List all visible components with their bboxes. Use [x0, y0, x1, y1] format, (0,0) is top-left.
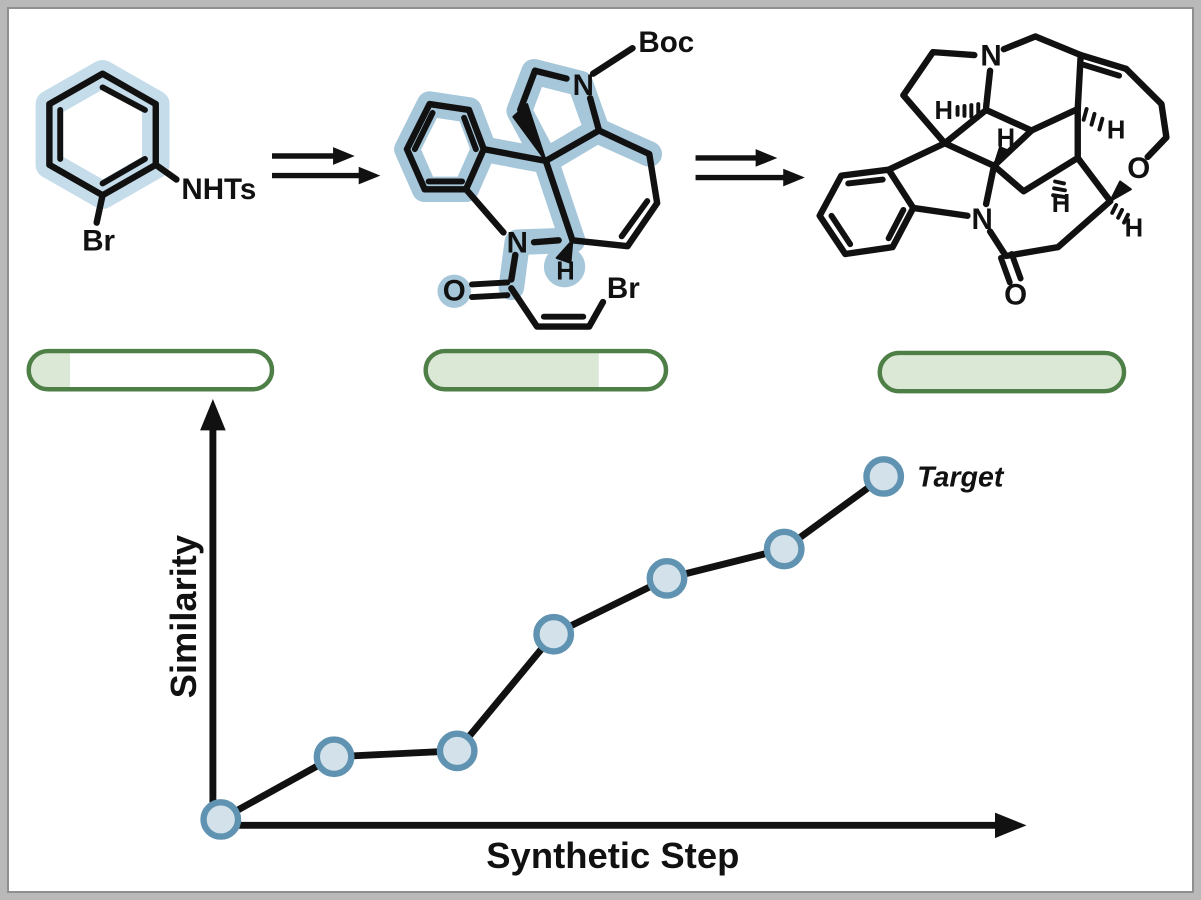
- alkene-bond: [618, 198, 651, 240]
- n-top-label: N: [573, 69, 594, 102]
- hash-bond-right: [1081, 107, 1105, 132]
- bond: [982, 67, 994, 111]
- progress-fill: [879, 352, 1125, 392]
- figure-svg: NHTs Br: [26, 26, 1170, 876]
- h-stereo-label: H: [556, 258, 575, 286]
- highlight-o-disc: [437, 274, 471, 308]
- figure-canvas: NHTs Br: [7, 7, 1194, 893]
- arrow-head: [358, 166, 381, 185]
- o-ether-label: O: [1127, 152, 1150, 185]
- hash-bond-center: [1051, 179, 1068, 200]
- bond: [910, 204, 971, 219]
- nhts-label: NHTs: [181, 173, 256, 206]
- reaction-arrow-2: [695, 149, 805, 187]
- reaction-arrow-1: [271, 147, 381, 185]
- h-right-label: H: [1107, 117, 1126, 145]
- acyl-chain: [508, 285, 607, 330]
- h-top-label: H: [997, 124, 1016, 152]
- hash-bond-bottom: [1110, 203, 1130, 225]
- bond-to-br: [93, 192, 106, 226]
- progress-outline: [26, 348, 275, 392]
- carbonyl-bond: [469, 279, 511, 288]
- progress-bars: [26, 348, 1127, 394]
- indoline-ring: [885, 140, 998, 208]
- bond: [531, 67, 570, 82]
- ether-chain: [1122, 65, 1170, 161]
- x-axis-label: Synthetic Step: [486, 835, 739, 876]
- arrow-head: [755, 149, 778, 167]
- o-carbonyl-label: O: [443, 275, 466, 308]
- alkene-bond: [1080, 61, 1123, 79]
- bridge-bond: [990, 105, 1081, 195]
- arrow-head: [333, 147, 355, 165]
- bond: [586, 94, 603, 134]
- progress-bar-1: [26, 348, 275, 392]
- lactam-ring: [986, 197, 1114, 260]
- h-bottom-label: H: [1125, 215, 1144, 243]
- bond: [517, 67, 539, 114]
- alkene-bond: [1077, 51, 1130, 72]
- aromatic-bond: [828, 212, 854, 248]
- progress-fill: [425, 351, 599, 390]
- data-point-step-0: [200, 799, 242, 840]
- data-point-step-3: [533, 613, 575, 655]
- h-left-label: H: [935, 97, 954, 125]
- bond-spiro: [480, 145, 550, 165]
- carbonyl-bond: [997, 254, 1013, 286]
- carbonyl-bond: [469, 292, 511, 301]
- y-axis-arrow: [200, 399, 226, 431]
- y-axis-label: Similarity: [163, 534, 204, 698]
- molecule-intermediate: Boc N N H O Br: [394, 26, 694, 330]
- chart-series: [200, 456, 905, 840]
- data-point-step-6: [863, 456, 905, 497]
- aromatic-bond: [885, 206, 907, 242]
- target-annotation: Target: [917, 461, 1005, 493]
- data-point-step-5: [763, 528, 805, 570]
- n-amide-label: N: [972, 203, 993, 236]
- bond-to-boc: [589, 45, 636, 77]
- bond: [542, 127, 603, 165]
- cyclohexene-ring: [542, 127, 661, 250]
- bond-to-n: [462, 186, 507, 236]
- br-label: Br: [607, 272, 640, 305]
- boc-label: Boc: [638, 26, 694, 59]
- bridge-bond: [1074, 154, 1114, 205]
- progress-outline: [877, 350, 1127, 394]
- pyrrolidine-ring: [900, 48, 978, 147]
- aromatic-bond: [845, 176, 886, 187]
- aromatic-bond: [411, 109, 436, 153]
- wedge-h-bond: [555, 239, 574, 264]
- bond-to-nhts: [152, 161, 180, 183]
- arrow-head: [783, 168, 805, 187]
- h-center-label: H: [1052, 190, 1071, 218]
- x-axis-arrow: [994, 812, 1027, 839]
- highlight-h-disc: [543, 246, 586, 288]
- progress-outline: [423, 348, 669, 392]
- data-point-step-1: [313, 736, 355, 778]
- bond: [530, 237, 562, 246]
- benzene-ring: [46, 70, 159, 199]
- bond-n-acyl: [508, 251, 519, 283]
- progress-bar-2: [423, 348, 669, 392]
- carbonyl-bond: [1008, 251, 1024, 282]
- piperidine-ring: [982, 33, 1084, 134]
- hash-bond-left: [955, 102, 981, 120]
- wedge-o-bond: [1109, 180, 1132, 203]
- n-top-label: N: [980, 40, 1001, 73]
- n-ring-label: N: [507, 227, 528, 260]
- similarity-chart: Similarity Synthetic Step Target: [163, 399, 1027, 876]
- o-carbonyl-label: O: [1004, 279, 1027, 312]
- br-label: Br: [82, 225, 115, 258]
- molecule-start: NHTs Br: [35, 59, 256, 258]
- aromatic-bond: [461, 114, 479, 153]
- progress-bar-3: [877, 350, 1127, 394]
- wedge-h-bond: [993, 146, 1011, 167]
- molecule-target: N N O O H H H H H: [816, 33, 1170, 312]
- data-point-step-4: [646, 558, 688, 599]
- data-point-step-2: [436, 730, 478, 772]
- aromatic-bond: [99, 84, 148, 113]
- aromatic-bond: [99, 156, 148, 187]
